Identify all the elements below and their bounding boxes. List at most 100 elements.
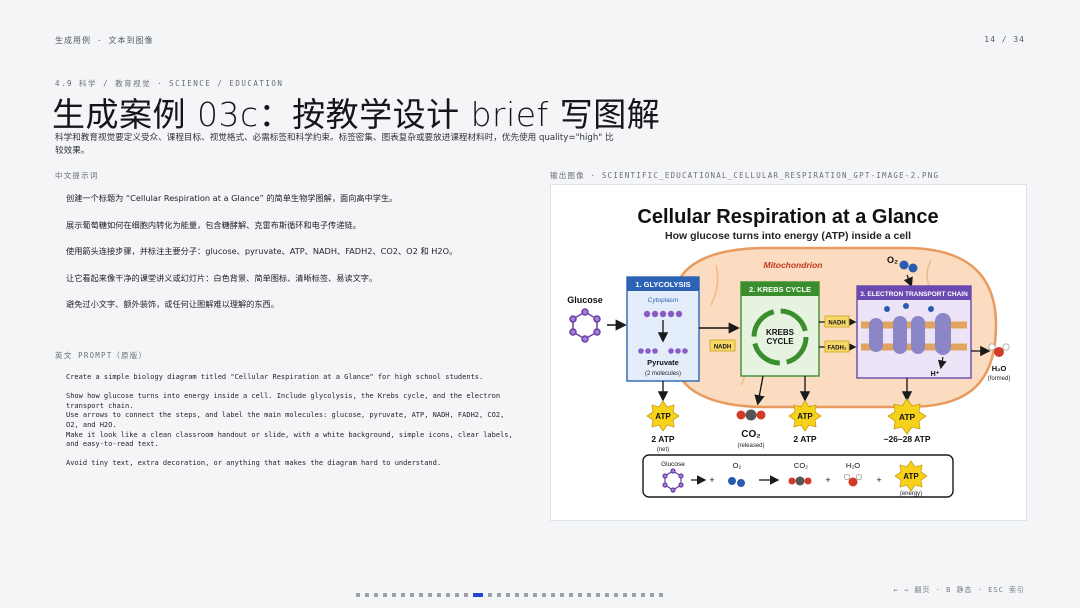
pager-dot[interactable] — [587, 593, 591, 597]
summary-plus-2: + — [825, 475, 830, 485]
breadcrumb: 生成用例 · 文本到图像 — [55, 36, 154, 45]
glycolysis-header — [627, 277, 699, 291]
cytoplasm-label: Cytoplasm — [648, 297, 679, 304]
glycolysis-title: 1. GLYCOLYSIS — [635, 280, 690, 289]
pager-dot[interactable] — [428, 593, 432, 597]
atp-burst-icon — [887, 398, 927, 435]
pager-dot[interactable] — [455, 593, 459, 597]
pager-dot[interactable] — [560, 593, 564, 597]
etc-header — [857, 286, 971, 300]
nadh-label-krebs: NADH — [828, 321, 845, 327]
pyruvate-note: (2 molecules) — [645, 371, 681, 377]
atp-amount-krebs: 2 ATP — [793, 434, 816, 444]
o2-label: O₂ — [887, 255, 898, 265]
page-counter: 14 / 34 — [984, 35, 1025, 44]
fadh2-label: FADH₂ — [828, 346, 847, 352]
cn-prompt-label: 中文提示词 — [55, 171, 99, 180]
cn-prompt-line: 让它看起来像干净的课堂讲义或幻灯片：白色背景、简单图标、清晰标签、易读文字。 — [66, 272, 378, 283]
atp-text-2: ATP — [797, 412, 813, 421]
krebs-center-label-2: CYCLE — [766, 337, 794, 346]
pager-dot[interactable] — [515, 593, 519, 597]
summary-equation-box — [642, 454, 954, 498]
pager-dot[interactable] — [446, 593, 450, 597]
pager-dot[interactable] — [356, 593, 360, 597]
atp-amount-glycolysis: 2 ATP — [651, 434, 674, 444]
summary-co2-icon — [788, 476, 812, 486]
pager-dot[interactable] — [623, 593, 627, 597]
summary-glucose-label: Glucose — [661, 461, 685, 468]
pager-dot[interactable] — [410, 593, 414, 597]
summary-atp-label: ATP — [903, 472, 919, 481]
page-title: 生成案例 03c：按教学设计 brief 写图解 — [52, 95, 661, 134]
summary-atp-burst-icon — [894, 460, 928, 492]
pager-dot[interactable] — [569, 593, 573, 597]
pager-dot[interactable] — [374, 593, 378, 597]
pager-dot[interactable] — [551, 593, 555, 597]
pager-dot[interactable] — [659, 593, 663, 597]
pyruvate-label: Pyruvate — [647, 358, 679, 367]
co2-label: CO₂ — [741, 429, 760, 440]
etc-title: 3. ELECTRON TRANSPORT CHAIN — [860, 291, 968, 298]
pager-dot[interactable] — [473, 593, 483, 597]
pager-dot[interactable] — [596, 593, 600, 597]
pager-dot[interactable] — [632, 593, 636, 597]
summary-glucose-icon — [662, 468, 684, 493]
pager-dot[interactable] — [578, 593, 582, 597]
nadh-badge-krebs — [824, 315, 850, 328]
krebs-title: 2. KREBS CYCLE — [749, 285, 811, 294]
pager-dot[interactable] — [488, 593, 492, 597]
pager-dot[interactable] — [650, 593, 654, 597]
pager-dot[interactable] — [392, 593, 396, 597]
page-description: 科学和教育视觉要定义受众、课程目标、视觉格式、必需标签和科学约束。标签密集、图表… — [55, 133, 614, 156]
summary-energy-note: (energy) — [900, 491, 922, 497]
membrane-proteins-icon — [861, 303, 967, 355]
pager-dot[interactable] — [383, 593, 387, 597]
atp-text-3: ATP — [899, 412, 916, 422]
cellular-respiration-diagram: Cellular Respiration at a Glance How glu… — [567, 206, 1010, 498]
h-plus-label: H⁺ — [931, 371, 940, 378]
atp-burst-icon — [646, 400, 680, 432]
h2o-molecule-icon — [988, 343, 1010, 357]
pager-dot[interactable] — [533, 593, 537, 597]
co2-note: (released) — [737, 443, 764, 449]
summary-o2-label: O₂ — [733, 461, 742, 470]
pager-dot[interactable] — [614, 593, 618, 597]
glucose-chain-icon — [643, 310, 683, 318]
summary-plus-1: + — [709, 475, 714, 485]
cn-prompt-line: 使用箭头连接步骤，并标注主要分子：glucose、pyruvate、ATP、NA… — [66, 246, 458, 256]
arrow-krebs-co2 — [754, 375, 765, 406]
atp-amount-etc: ~26–28 ATP — [883, 434, 930, 444]
summary-o2-icon — [728, 477, 745, 487]
pager-dot[interactable] — [524, 593, 528, 597]
krebs-center-label-1: KREBS — [766, 328, 795, 337]
co2-molecule-icon — [736, 409, 766, 421]
output-image-label: 输出图像 · SCIENTIFIC_EDUCATIONAL_CELLULAR_R… — [550, 171, 940, 180]
pager-dot[interactable] — [401, 593, 405, 597]
atp-text-1: ATP — [655, 412, 671, 421]
pager-dot[interactable] — [464, 593, 468, 597]
cn-prompt-body: 创建一个标题为 “Cellular Respiration at a Glanc… — [66, 193, 526, 326]
atp-net-note: (net) — [657, 447, 669, 453]
output-image: Cellular Respiration at a Glance How glu… — [550, 184, 1027, 521]
cn-prompt-line: 展示葡萄糖如何在细胞内转化为能量，包含糖酵解、克雷布斯循环和电子传递链。 — [66, 219, 361, 230]
glucose-label: Glucose — [567, 295, 603, 305]
fadh2-badge — [824, 340, 850, 353]
pager-dot[interactable] — [497, 593, 501, 597]
diagram-subtitle: How glucose turns into energy (ATP) insi… — [665, 230, 911, 242]
diagram-title: Cellular Respiration at a Glance — [637, 206, 938, 228]
mitochondrion-label: Mitochondrion — [763, 260, 822, 270]
pager-dot[interactable] — [419, 593, 423, 597]
krebs-header — [741, 282, 819, 296]
pager-dot[interactable] — [542, 593, 546, 597]
atp-burst-icon — [788, 400, 822, 432]
section-kicker: 4.9 科学 / 教育视觉 · SCIENCE / EDUCATION — [55, 79, 284, 88]
pager-dot[interactable] — [641, 593, 645, 597]
summary-h2o-label: H₂O — [846, 461, 860, 470]
pager-dot[interactable] — [506, 593, 510, 597]
slide-pager[interactable] — [356, 593, 663, 597]
pager-dot[interactable] — [437, 593, 441, 597]
pager-dot[interactable] — [605, 593, 609, 597]
pager-dot[interactable] — [365, 593, 369, 597]
pyruvate-icon — [638, 348, 688, 354]
glucose-icon — [569, 308, 601, 343]
